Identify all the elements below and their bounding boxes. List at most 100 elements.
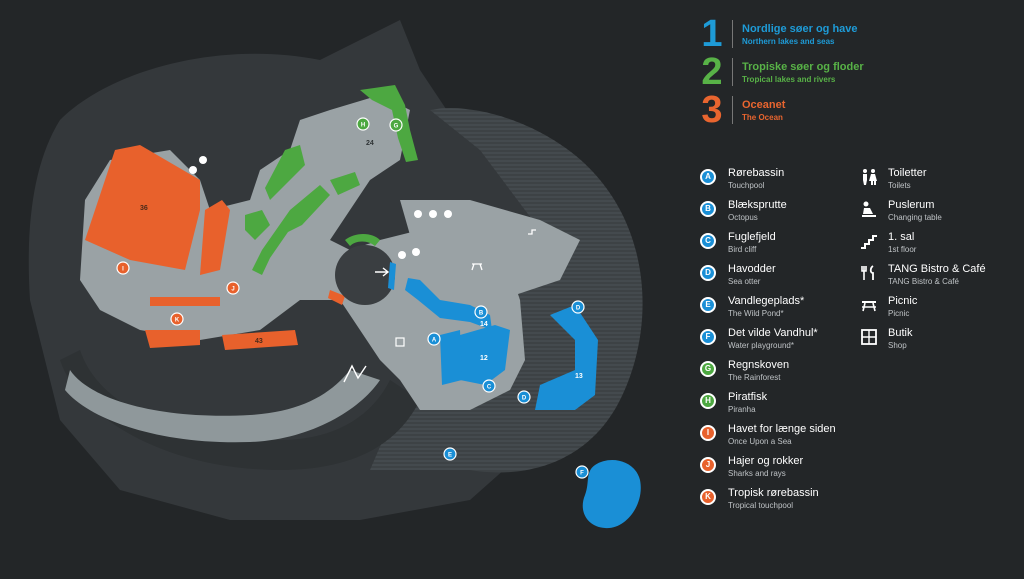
zone-name-da: Nordlige søer og have: [742, 23, 858, 35]
marker-circle: [517, 390, 531, 404]
legend-name-da: Vandlegeplads*: [728, 295, 805, 307]
legend-badge: B: [700, 201, 716, 217]
map-marker-k[interactable]: K: [170, 312, 184, 326]
legend-name-da: Det vilde Vandhul*: [728, 327, 818, 339]
marker-circle: [474, 305, 488, 319]
legend-badge: E: [700, 297, 716, 313]
orange-strip: [200, 200, 230, 275]
restaurant-icon: [860, 264, 878, 282]
legend-name-en: Touchpool: [728, 181, 765, 190]
zone-number: 1: [701, 13, 723, 55]
toilet-icon: [860, 168, 878, 186]
zone-number: 3: [701, 89, 723, 131]
tank-12: [460, 325, 510, 385]
central-hub: [335, 245, 395, 305]
marker-letter: H: [361, 123, 365, 129]
legend-name-en: Once Upon a Sea: [728, 437, 792, 446]
tank-14-label: 14: [480, 321, 488, 328]
right-wing-fan: [400, 200, 580, 300]
legend-name-da: Blæksprutte: [728, 199, 787, 211]
map-marker-e[interactable]: E: [443, 447, 457, 461]
legend-name-en: Water playground*: [728, 341, 794, 350]
zone-name-da: Oceanet: [742, 99, 786, 111]
map-marker-g[interactable]: G: [389, 118, 403, 132]
map-marker-b[interactable]: B: [474, 305, 488, 319]
marker-circle: [427, 332, 441, 346]
legend-name-en: Shop: [888, 341, 907, 350]
legend-name-en: Octopus: [728, 213, 758, 222]
zone-name-da: Tropiske søer og floder: [742, 61, 864, 73]
tank-24-label: 24: [366, 140, 374, 147]
zone-name-en: The Ocean: [742, 113, 783, 122]
legend-name-en: Bird cliff: [728, 245, 757, 254]
marker-letter: E: [448, 453, 452, 459]
marker-letter: F: [580, 471, 584, 477]
map-marker-f[interactable]: F: [575, 465, 589, 479]
map-marker-c[interactable]: C: [482, 379, 496, 393]
legend-name-da: Puslerum: [888, 199, 935, 211]
map-marker-a[interactable]: A: [427, 332, 441, 346]
green-arc: [345, 234, 380, 246]
legend-name-da: Tropisk rørebassin: [728, 487, 819, 499]
tank-13-label: 13: [575, 373, 583, 380]
tank-13: [535, 305, 598, 410]
curved-walkway-band: [60, 350, 420, 470]
marker-letter: D: [576, 306, 581, 312]
lower-corridor: [65, 370, 380, 443]
legend-name-en: The Rainforest: [728, 373, 781, 382]
legend-name-da: Butik: [888, 327, 913, 339]
green-river-3: [252, 185, 330, 275]
marker-circle: [389, 118, 403, 132]
legend-name-en: Sea otter: [728, 277, 761, 286]
legend-name-da: Havodder: [728, 263, 776, 275]
map-marker-d[interactable]: D: [517, 390, 531, 404]
zone-number: 2: [701, 51, 723, 93]
marker-letter: K: [175, 318, 180, 324]
zone-divider: [732, 58, 733, 86]
marker-letter: B: [479, 311, 484, 317]
marker-circle: [482, 379, 496, 393]
marker-circle: [356, 117, 370, 131]
tank-12-label: 12: [480, 355, 488, 362]
marker-letter: A: [432, 338, 437, 344]
blue-small-tanks: [440, 330, 462, 385]
stairs-icon: [860, 232, 878, 250]
legend-name-en: Picnic: [888, 309, 910, 318]
entrance-arrow-icon: [375, 267, 390, 277]
legend-name-en: Tropical touchpool: [728, 501, 794, 510]
legend-name-da: Toiletter: [888, 167, 927, 179]
legend-name-da: Piratfisk: [728, 391, 768, 403]
marker-letter: C: [487, 385, 492, 391]
map-shop-icon: [395, 337, 405, 347]
map-marker-i[interactable]: I: [116, 261, 130, 275]
marker-circle: [170, 312, 184, 326]
map-picnic-icon: [471, 263, 483, 271]
map-marker-j[interactable]: J: [226, 281, 240, 295]
legend-badge: I: [700, 425, 716, 441]
map-marker-h[interactable]: H: [356, 117, 370, 131]
zone-name-en: Tropical lakes and rivers: [742, 75, 836, 84]
legend-badge: F: [700, 329, 716, 345]
green-river-4: [330, 172, 360, 195]
marker-letter: I: [122, 267, 124, 273]
map-toilet-icon: [189, 156, 207, 174]
marker-circle: [575, 465, 589, 479]
exit-arrows-icon: [343, 364, 367, 383]
map-marker-d[interactable]: D: [571, 300, 585, 314]
tank-36: [85, 145, 200, 270]
green-river-1: [265, 145, 305, 200]
green-rainforest-upper: [360, 85, 418, 162]
legend-name-en: TANG Bistro & Café: [888, 277, 959, 286]
legend-name-da: 1. sal: [888, 231, 915, 243]
legend-name-da: Hajer og rokker: [728, 455, 804, 467]
tank-43-label: 43: [255, 338, 263, 345]
orange-connector: [328, 290, 345, 305]
shop-icon: [860, 328, 878, 346]
legend-badge: H: [700, 393, 716, 409]
picnic-icon: [860, 296, 878, 314]
legend-name-da: Picnic: [888, 295, 918, 307]
zone-divider: [732, 96, 733, 124]
